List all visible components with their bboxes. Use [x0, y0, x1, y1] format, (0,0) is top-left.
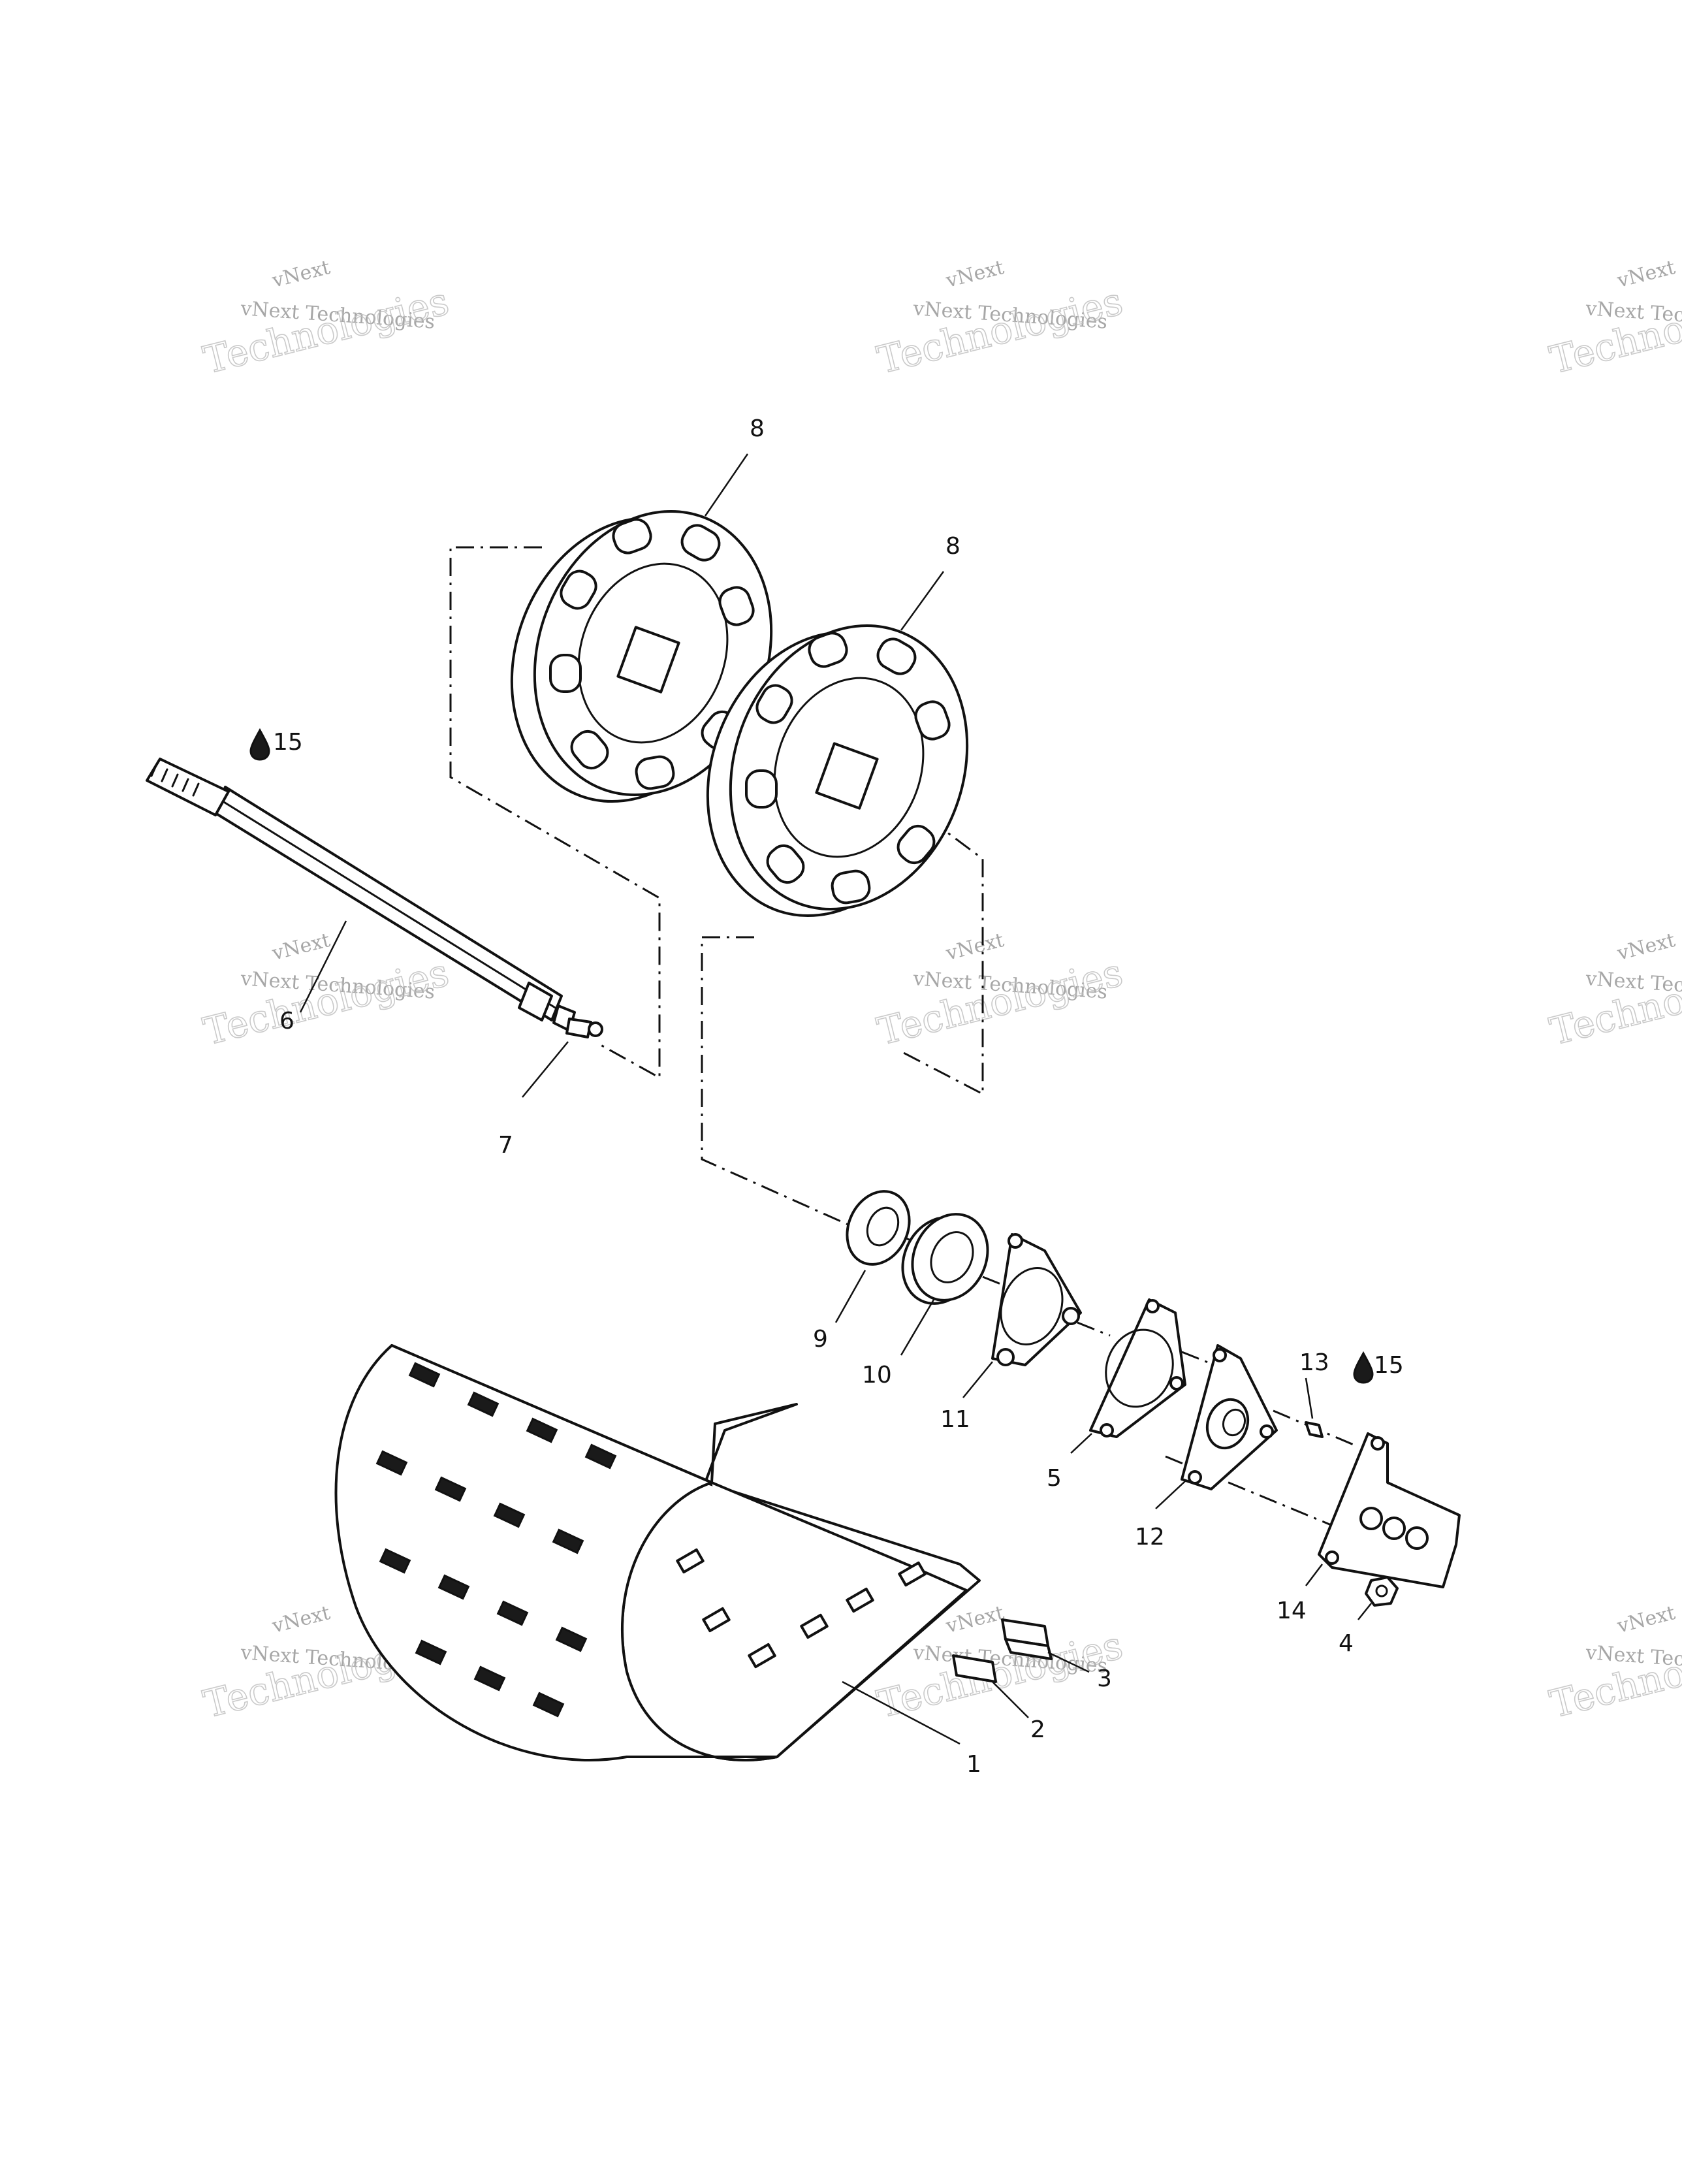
- bearing-10: [901, 1213, 989, 1305]
- track: [334, 1344, 981, 1761]
- watermark-brand: vNext: [1614, 1601, 1677, 1638]
- callout-4: 4: [1339, 1630, 1354, 1657]
- nut-4: [1365, 1576, 1399, 1607]
- watermark-mid-right: vNext vNext Technologies Technologies: [1545, 929, 1682, 1054]
- assembly-line-housing: [1181, 1351, 1212, 1365]
- leader-8b: [900, 571, 945, 631]
- assembly-line-retainer: [982, 1276, 1016, 1291]
- watermark-big: Technologies: [873, 279, 1127, 383]
- callout-5: 5: [1047, 1465, 1062, 1492]
- watermark-big: Technologies: [873, 950, 1127, 1054]
- seal-9: [846, 1190, 911, 1266]
- leader-3: [1047, 1651, 1090, 1673]
- watermark-mid-center: vNext vNext Technologies Technologies: [872, 929, 1128, 1054]
- watermark-brand: vNext: [1614, 256, 1677, 293]
- leader-4: [1357, 1603, 1372, 1620]
- fitting-13: [1305, 1421, 1324, 1438]
- watermark-top-left: vNext vNext Technologies Technologies: [198, 256, 454, 383]
- leader-9: [834, 1270, 866, 1323]
- callout-15-axle: 15: [273, 729, 303, 756]
- callout-10: 10: [862, 1362, 892, 1389]
- oil-drop-icon: [249, 728, 270, 761]
- leader-12: [1155, 1481, 1186, 1509]
- clip-3: [1001, 1618, 1053, 1660]
- oil-drop-icon: [1353, 1351, 1374, 1384]
- leader-11: [962, 1361, 993, 1398]
- leader-14: [1305, 1564, 1323, 1586]
- callout-1: 1: [966, 1751, 981, 1778]
- track-clips: [676, 1548, 927, 1669]
- axle-splines: [150, 763, 200, 797]
- leader-13: [1305, 1377, 1314, 1419]
- sprocket-front: [706, 624, 969, 918]
- leader-7: [522, 1041, 569, 1098]
- callout-7: 7: [498, 1132, 513, 1159]
- pin-7: [565, 1018, 603, 1038]
- watermark-big: Technologies: [199, 950, 453, 1054]
- leader-2: [992, 1681, 1029, 1718]
- watermark-big: Technologies: [1546, 1623, 1682, 1727]
- sprocket-rear-teeth: [549, 518, 755, 790]
- watermark-brand: vNext: [943, 929, 1006, 965]
- callout-8-front: 8: [945, 533, 960, 560]
- callout-3: 3: [1097, 1665, 1112, 1692]
- sprocket-rear: [510, 509, 773, 803]
- callout-6: 6: [279, 1008, 294, 1035]
- watermark-brand: vNext: [1614, 929, 1677, 965]
- callout-15-housing: 15: [1374, 1352, 1404, 1379]
- bracket-14: [1318, 1432, 1461, 1588]
- gasket-5: [1089, 1298, 1186, 1438]
- callout-2: 2: [1030, 1716, 1045, 1743]
- sprocket-front-teeth: [745, 632, 951, 905]
- callout-8-rear: 8: [750, 415, 765, 442]
- watermark-brand: vNext: [269, 1601, 332, 1638]
- watermark-big: Technologies: [199, 279, 453, 383]
- leader-lines: [299, 453, 1372, 1745]
- watermark-top-center: vNext vNext Technologies Technologies: [872, 256, 1128, 383]
- track-lugs: [375, 1362, 617, 1718]
- drive-axle: [146, 758, 603, 1038]
- leader-5: [1070, 1433, 1092, 1454]
- leader-10: [900, 1299, 935, 1356]
- retainer-11: [991, 1233, 1082, 1366]
- watermark-big: Technologies: [1546, 950, 1682, 1054]
- callout-11: 11: [940, 1406, 970, 1433]
- callout-9: 9: [813, 1326, 828, 1353]
- watermark-brand: vNext: [269, 929, 332, 965]
- leader-1: [842, 1680, 960, 1745]
- callout-13: 13: [1299, 1349, 1329, 1376]
- housing-12: [1181, 1344, 1278, 1490]
- watermark-brand: vNext: [269, 256, 332, 293]
- watermark-brand: vNext: [943, 256, 1006, 293]
- watermark-top-right: vNext vNext Technologies Technologies: [1545, 256, 1682, 383]
- leader-8a: [704, 453, 749, 517]
- assembly-line-bearing: [701, 936, 856, 1229]
- assembly-line-gasket: [1077, 1321, 1111, 1337]
- watermark-brand: vNext: [943, 1601, 1006, 1638]
- leader-6: [299, 920, 347, 1013]
- callout-12: 12: [1135, 1524, 1165, 1550]
- callout-14: 14: [1277, 1598, 1307, 1624]
- assembly-line-shaft: [449, 546, 661, 1080]
- watermark-big: Technologies: [1546, 279, 1682, 383]
- clip-2: [952, 1654, 997, 1683]
- watermark-mid-left: vNext vNext Technologies Technologies: [198, 929, 454, 1054]
- watermark-bottom-right: vNext vNext Technologies Technologies: [1545, 1601, 1682, 1727]
